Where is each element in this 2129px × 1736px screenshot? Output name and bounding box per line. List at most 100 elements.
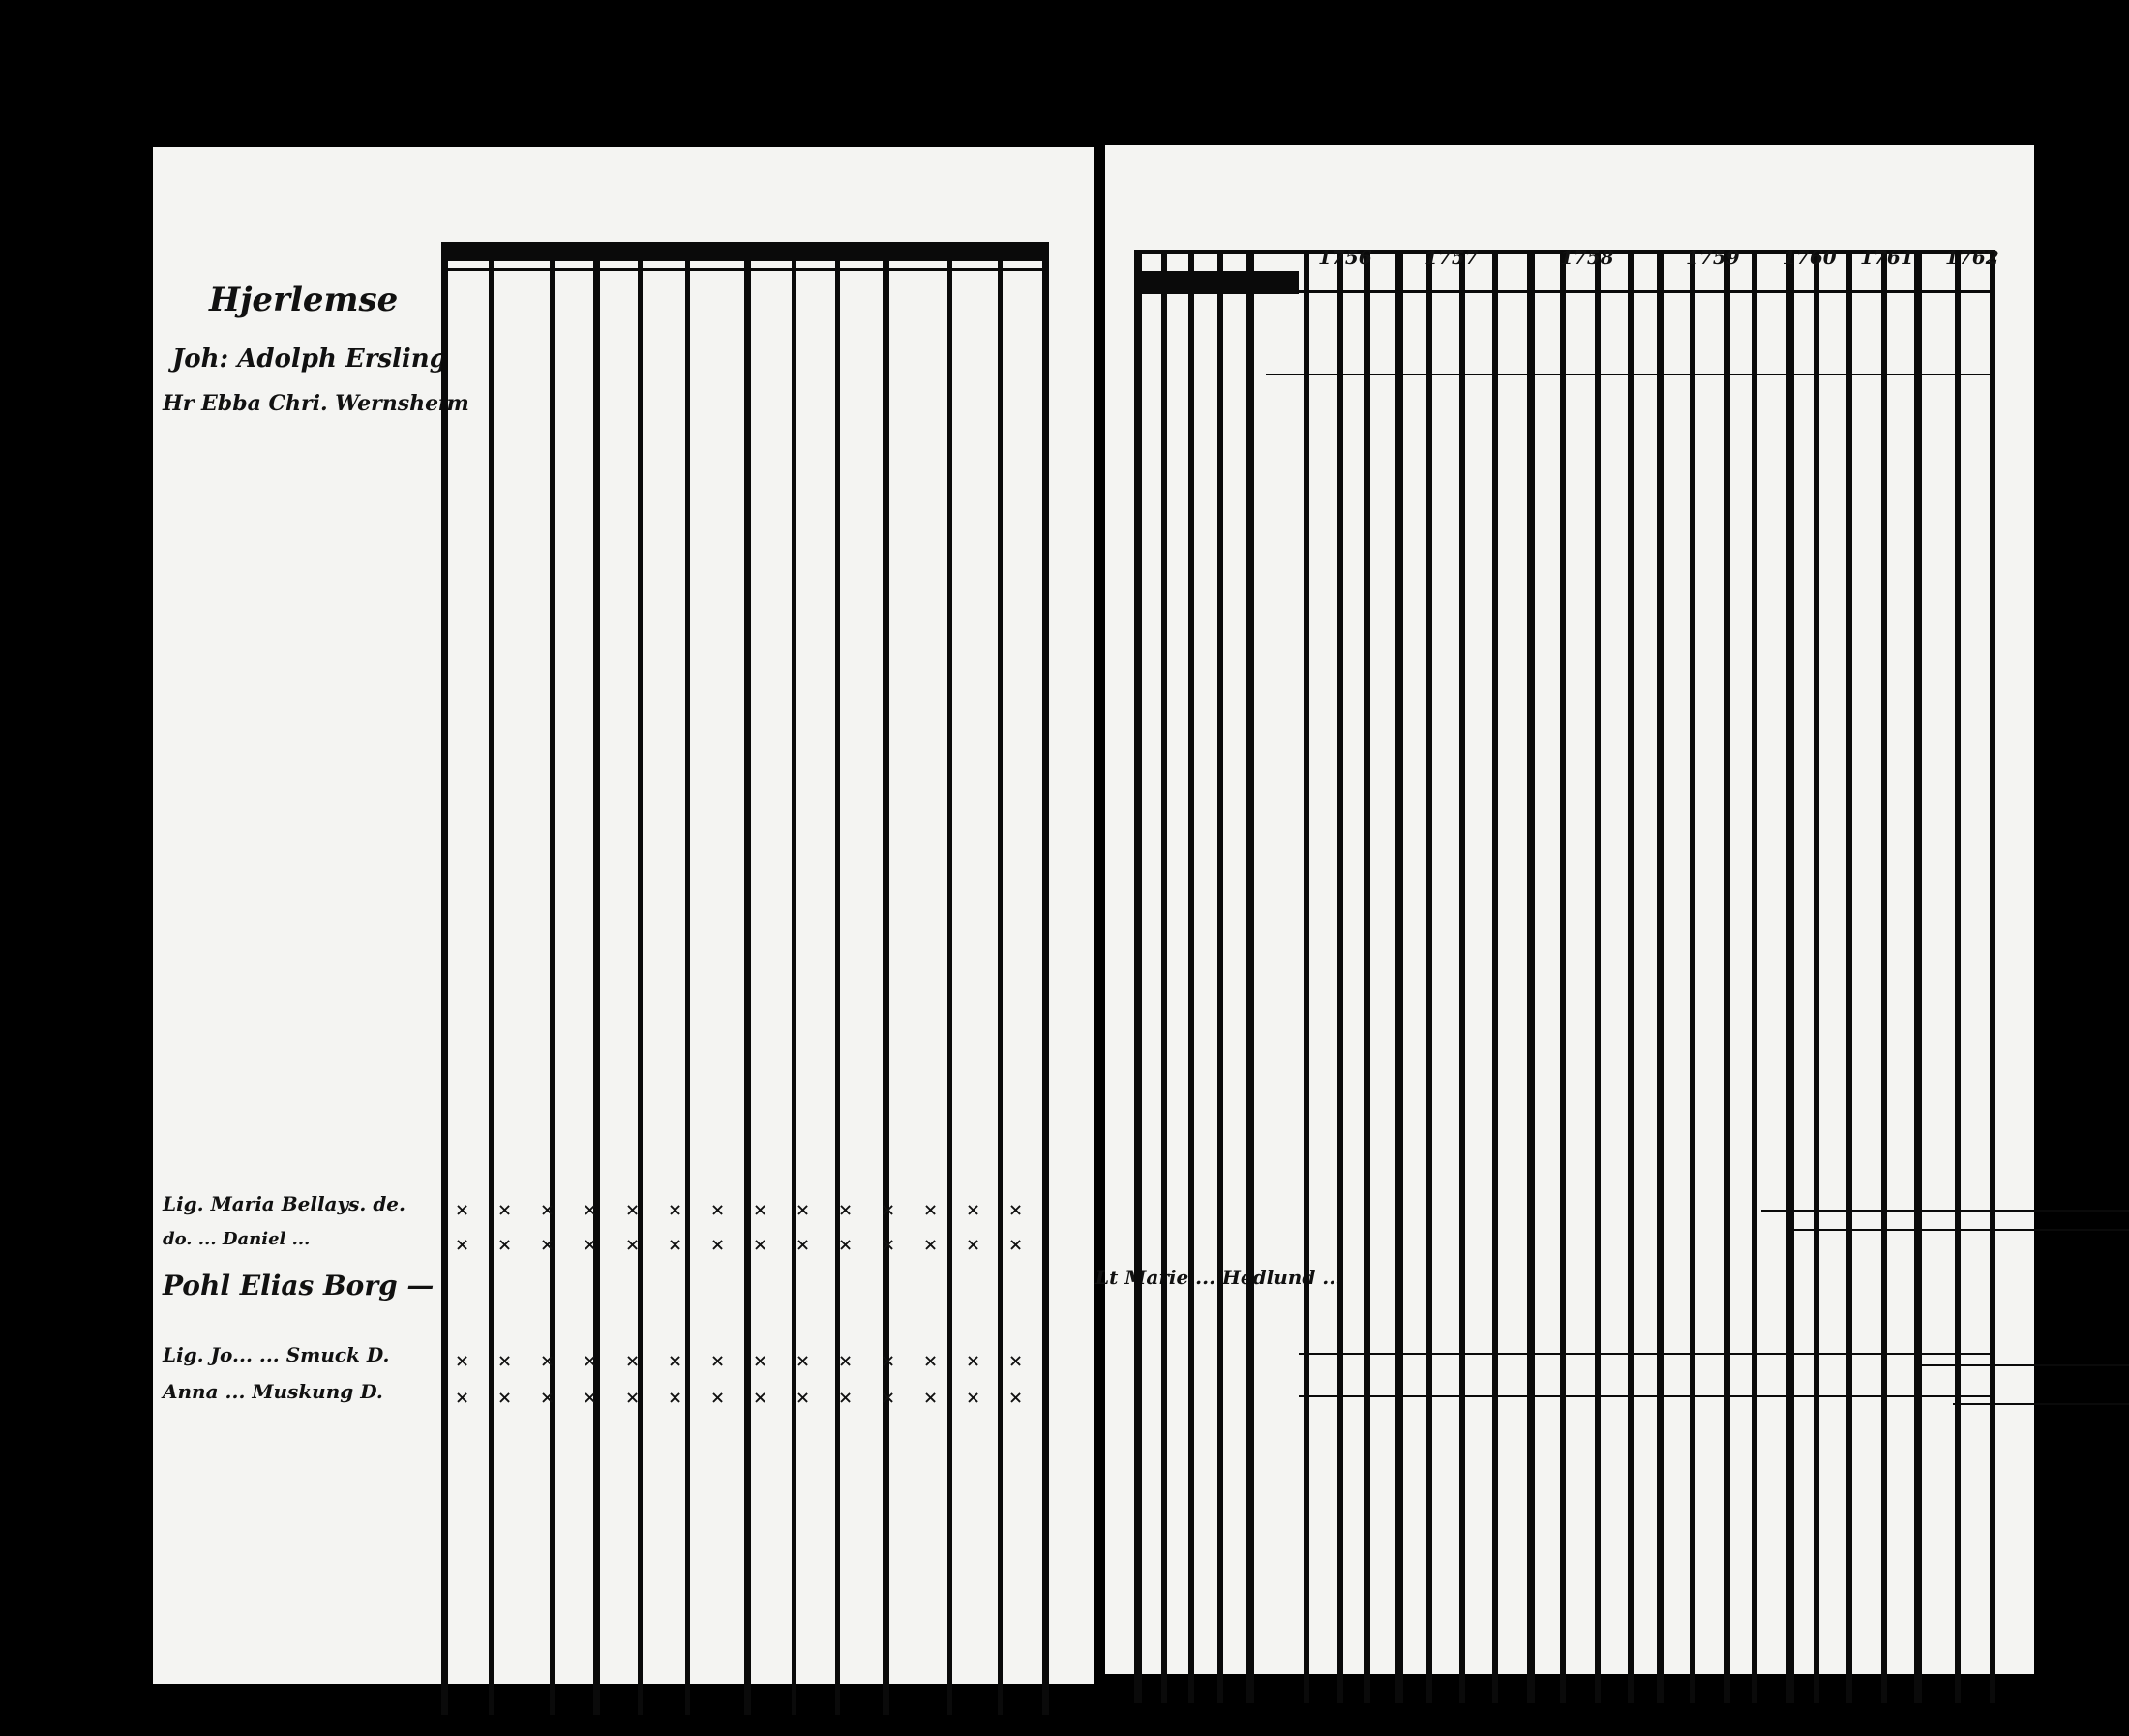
ruled-line [1560,252,1566,1703]
entry-line: Pohl Elias Borg — [163,1270,435,1302]
tally-mark: × [540,1235,555,1255]
tally-mark: × [795,1235,811,1255]
tally-mark: × [966,1351,981,1371]
ruled-line [1595,252,1601,1703]
tally-mark: × [966,1388,981,1408]
ruled-line [1752,252,1757,1703]
ruled-line [638,244,643,1715]
entry-line: do. ... Daniel ... [163,1229,311,1249]
ruled-line [1914,1364,2129,1366]
tally-mark: × [923,1200,939,1220]
ruled-line [1188,252,1194,1703]
ruled-line [1881,252,1887,1703]
year-header: 1758 [1560,246,1614,269]
ruled-line [550,244,555,1715]
ruled-line [1792,374,1995,375]
ruled-line [593,244,600,1715]
ruled-line [835,244,840,1715]
ruled-line [1266,374,1963,375]
ruled-line [1134,290,1995,293]
tally-mark: × [710,1200,726,1220]
ruled-line [1395,252,1403,1703]
tally-mark: × [583,1351,598,1371]
ruled-line [685,244,690,1715]
ruled-line [947,244,952,1715]
tally-mark: × [583,1200,598,1220]
ruled-line [1527,252,1535,1703]
ruled-line [448,244,1048,261]
ruled-line [1426,252,1432,1703]
ruled-line [1304,252,1309,1703]
tally-mark: × [497,1351,513,1371]
tally-mark: × [625,1235,641,1255]
tally-mark: × [1008,1351,1024,1371]
tally-mark: × [1008,1235,1024,1255]
ruled-line [1337,252,1343,1703]
ruled-line [883,244,889,1715]
tally-mark: × [455,1235,470,1255]
tally-mark: × [753,1388,768,1408]
ruled-line [1628,252,1634,1703]
tally-mark: × [625,1388,641,1408]
tally-mark: × [753,1200,768,1220]
ruled-line [1814,252,1819,1703]
tally-mark: × [966,1200,981,1220]
ruled-line [1217,252,1223,1703]
tally-mark: × [497,1235,513,1255]
entry-line: Anna ... Muskung D. [163,1380,383,1403]
tally-mark: × [583,1235,598,1255]
ruled-line [489,244,494,1715]
ruled-line [1914,252,1922,1703]
tally-mark: × [668,1235,683,1255]
tally-mark: × [497,1388,513,1408]
household-wife: Hr Ebba Chri. Wernsheim [163,391,469,416]
tally-mark: × [838,1200,854,1220]
tally-mark: × [881,1351,896,1371]
tally-mark: × [923,1235,939,1255]
ruled-line [1846,252,1852,1703]
household-head: Joh: Adolph Ersling [172,344,447,374]
tally-mark: × [923,1351,939,1371]
tally-mark: × [795,1351,811,1371]
place-heading: Hjerlemse [209,281,399,319]
ruled-line [1134,252,1142,1703]
tally-mark: × [625,1200,641,1220]
ruled-line [1161,252,1167,1703]
tally-mark: × [838,1351,854,1371]
tally-mark: × [923,1388,939,1408]
year-header: 1761 [1860,246,1914,269]
tally-mark: × [455,1351,470,1371]
tally-mark: × [710,1351,726,1371]
tally-mark: × [710,1235,726,1255]
tally-mark: × [668,1200,683,1220]
tally-mark: × [795,1388,811,1408]
ruled-line [1459,252,1465,1703]
ruled-line [1786,252,1794,1703]
left-page: Hjerlemse Joh: Adolph Ersling Hr Ebba Ch… [153,147,1094,1715]
ruled-line [744,244,751,1715]
tally-mark: × [583,1388,598,1408]
ruled-line [1724,252,1730,1703]
ruled-line [1657,252,1664,1703]
ruled-line [1246,252,1254,1703]
ruled-line [441,244,448,1715]
tally-mark: × [540,1351,555,1371]
entry-line: Lig. Jo... ... Smuck D. [163,1343,390,1366]
entry-line: Lig. Maria Bellays. de. [163,1192,405,1215]
ruled-line [1134,250,1995,254]
tally-mark: × [455,1388,470,1408]
tally-mark: × [838,1235,854,1255]
tally-mark: × [625,1351,641,1371]
year-header: 1762 [1945,246,1999,269]
ruled-line [792,244,796,1715]
tally-mark: × [1008,1200,1024,1220]
tally-mark: × [881,1388,896,1408]
tally-mark: × [1008,1388,1024,1408]
tally-mark: × [753,1235,768,1255]
tally-mark: × [881,1200,896,1220]
ruled-line [1492,252,1498,1703]
ruled-line [1042,244,1049,1715]
year-header: 1760 [1783,246,1837,269]
ruled-line [1990,252,1995,1703]
